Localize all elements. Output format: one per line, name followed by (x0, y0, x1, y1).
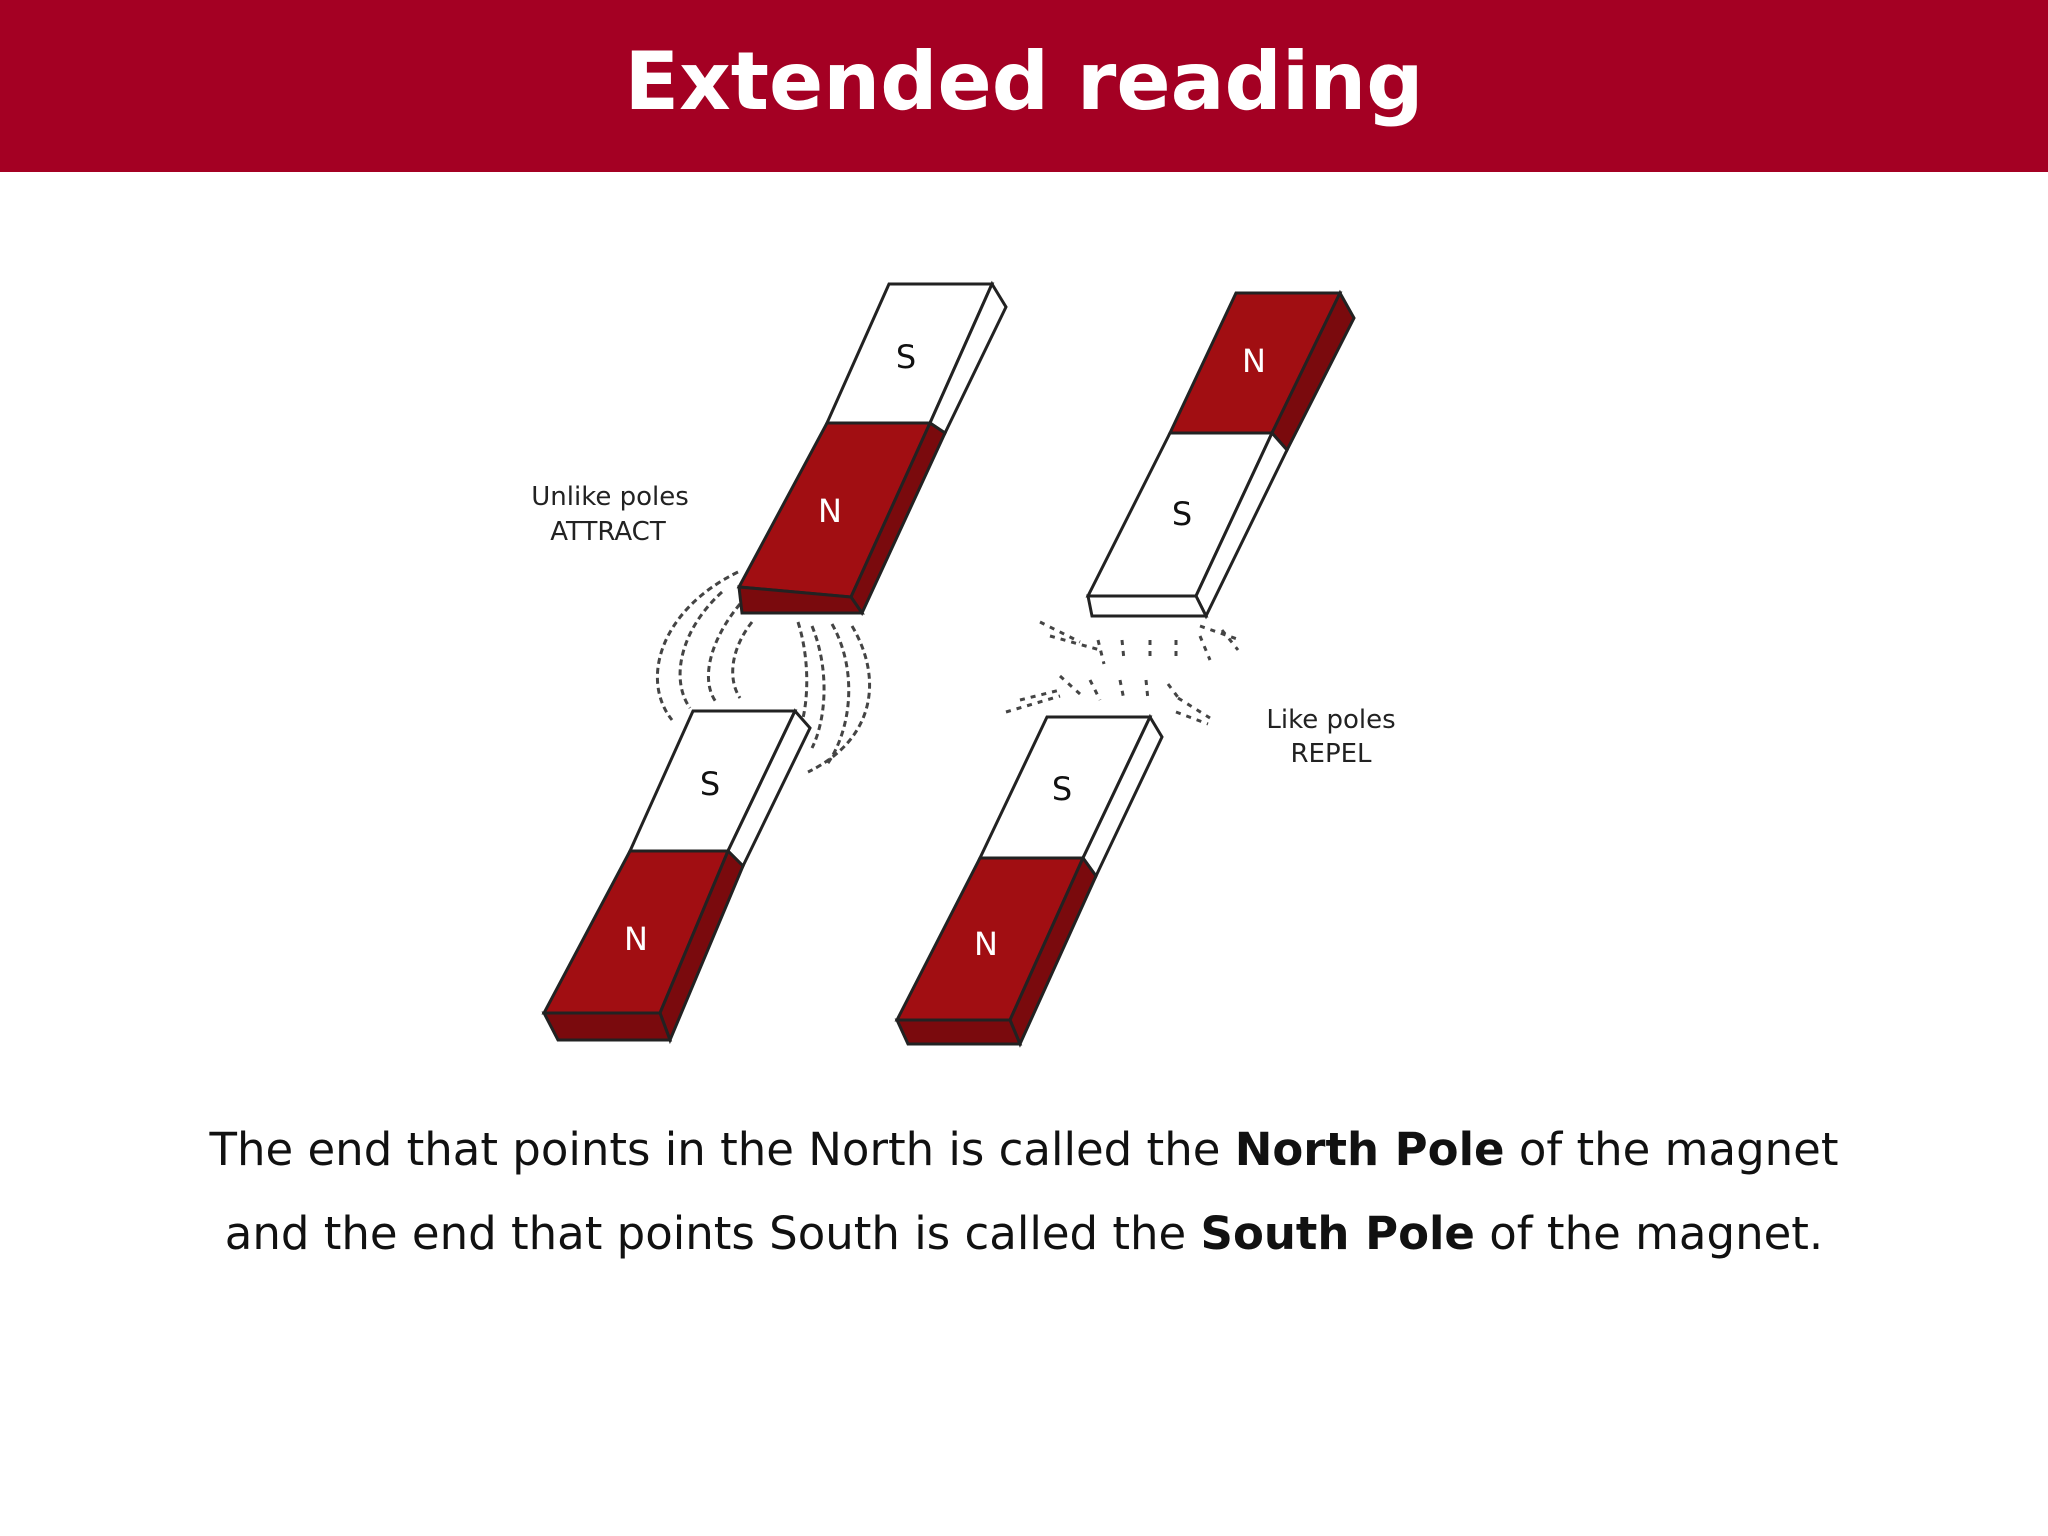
caption-line-2-start: and the end that points South is called … (224, 1207, 1201, 1260)
north-pole-term: North Pole (1234, 1123, 1505, 1176)
left-top-magnet-lower-pole-label: N (818, 492, 842, 530)
left-top-magnet: S N (736, 280, 1008, 617)
caption-line-2: and the end that points South is called … (0, 1192, 2048, 1276)
right-bottom-magnet-end (894, 1018, 1023, 1046)
slide-title: Extended reading (624, 35, 1424, 128)
left-top-magnet-end (737, 585, 865, 615)
right-top-magnet-lower-pole-label: S (1172, 495, 1192, 533)
repel-field-lines (1005, 620, 1241, 726)
left-bottom-magnet-lower-pole-label: N (624, 920, 648, 958)
attract-field-lines (656, 570, 871, 774)
right-bottom-magnet-upper-pole-label: S (1052, 770, 1072, 808)
left-bottom-magnet-upper-pole-label: S (700, 765, 720, 803)
right-top-magnet-upper-pole-label: N (1242, 342, 1266, 380)
caption-line-1-end: of the magnet (1504, 1123, 1839, 1176)
title-bar: Extended reading (0, 0, 2048, 172)
caption: The end that points in the North is call… (0, 1108, 2048, 1276)
south-pole-term: South Pole (1200, 1207, 1475, 1260)
caption-line-1-start: The end that points in the North is call… (209, 1123, 1235, 1176)
attract-label-line1: Unlike poles (531, 482, 689, 512)
left-bottom-magnet: S N (541, 708, 812, 1045)
attract-label-line2: ATTRACT (550, 517, 666, 547)
left-top-magnet-upper-pole-label: S (896, 338, 916, 376)
left-bottom-magnet-end (541, 1011, 673, 1042)
caption-line-1: The end that points in the North is call… (0, 1108, 2048, 1192)
caption-line-2-end: of the magnet. (1474, 1207, 1824, 1260)
repel-label-line2: REPEL (1290, 739, 1372, 769)
right-top-magnet-end (1086, 594, 1209, 618)
right-bottom-magnet: S N (894, 713, 1164, 1048)
right-bottom-magnet-lower-pole-label: N (974, 925, 998, 963)
right-top-magnet: N S (1085, 289, 1356, 620)
repel-label-line1: Like poles (1266, 705, 1395, 735)
